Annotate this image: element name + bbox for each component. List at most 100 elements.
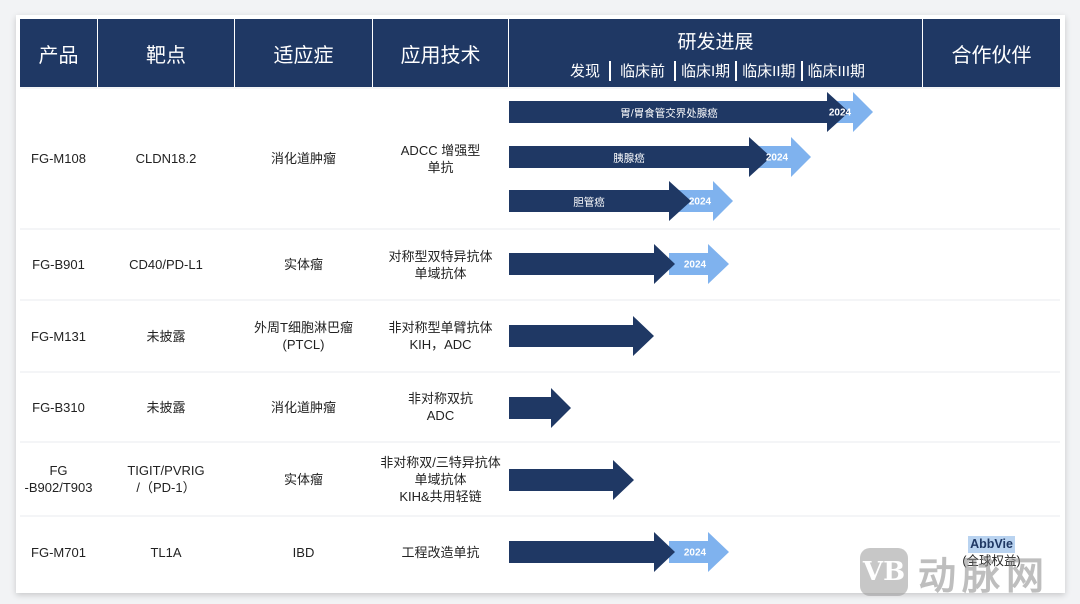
cell-technology: 非对称双抗 ADC <box>373 373 508 441</box>
header-product-label: 产品 <box>38 44 79 67</box>
header-indication-label: 适应症 <box>273 44 334 67</box>
arrow-year-label: 2024 <box>683 259 707 271</box>
forecast-arrow-shape <box>669 244 729 284</box>
cell-product: FG-M108 <box>20 89 97 228</box>
progress-arrow-shape <box>509 460 634 500</box>
technology-line: ADC <box>426 408 455 423</box>
indication-line: (PTCL) <box>282 337 325 352</box>
technology-line: KIH，ADC <box>409 337 472 352</box>
watermark-logo-icon: VB <box>860 548 908 596</box>
cell-partner <box>923 89 1060 228</box>
cell-indication: 实体瘤 <box>235 443 372 515</box>
arrow-year-label: 2024 <box>765 152 789 164</box>
target-name: 未披露 <box>146 328 186 344</box>
product-name: FG-M108 <box>31 151 86 166</box>
cell-product: FG-M131 <box>20 301 97 371</box>
forecast-arrow-shape <box>749 137 811 177</box>
progress-arrow-shape <box>509 137 771 177</box>
phase-divider <box>735 60 738 81</box>
target-name: 未披露 <box>146 399 186 415</box>
cell-target: CD40/PD-L1 <box>98 230 234 299</box>
phase-clinical-2: 临床II期 <box>742 63 796 80</box>
cell-technology: 非对称双/三特异抗体 单域抗体 KIH&共用轻链 <box>373 443 508 515</box>
cell-indication: 消化道肿瘤 <box>235 89 372 228</box>
cell-technology: 对称型双特异抗体 单域抗体 <box>373 230 508 299</box>
partner-rights-note: (全球权益) <box>962 553 1021 568</box>
header-product: 产品 <box>20 19 97 87</box>
phase-divider <box>608 60 611 81</box>
target-name: CD40/PD-L1 <box>129 257 203 272</box>
cell-indication: 外周T细胞淋巴瘤 (PTCL) <box>235 301 372 371</box>
watermark-text: 动脉网 <box>918 555 1051 598</box>
target-name: CLDN18.2 <box>135 151 197 166</box>
header-target: 靶点 <box>98 19 234 87</box>
product-name: FG-M131 <box>31 328 86 344</box>
cell-partner <box>923 373 1060 441</box>
forecast-arrow-shape <box>674 181 733 221</box>
partner-name[interactable]: AbbVie <box>968 535 1015 553</box>
cell-progress <box>509 373 922 441</box>
cell-product: FG -B902/T903 <box>20 443 97 515</box>
progress-arrow-shape <box>509 244 675 284</box>
progress-arrow-shape <box>509 92 849 132</box>
header-progress: 研发进展 发现 临床前 临床I期 临床II期 临床III期 <box>509 19 922 87</box>
arrow-year-label: 2024 <box>683 547 707 559</box>
cell-indication: 实体瘤 <box>235 230 372 299</box>
phase-divider <box>674 60 676 81</box>
technology-line: 对称型双特异抗体 <box>388 248 493 264</box>
phase-clinical-1: 临床I期 <box>681 63 731 80</box>
product-line: FG <box>49 463 68 478</box>
arrow-indication-label: 胆管癌 <box>573 196 605 209</box>
cell-technology: 工程改造单抗 <box>373 517 508 588</box>
target-line: /（PD-1） <box>136 480 196 495</box>
cell-target: CLDN18.2 <box>98 89 234 228</box>
header-technology: 应用技术 <box>373 19 508 87</box>
technology-line: 非对称双/三特异抗体 <box>380 454 501 470</box>
arrow-year-label: 2024 <box>828 107 852 119</box>
cell-target: 未披露 <box>98 373 234 441</box>
technology-line: 单域抗体 <box>414 471 467 487</box>
phase-divider <box>800 60 803 81</box>
indication-line: 外周T细胞淋巴瘤 <box>254 320 353 335</box>
indication-name: 消化道肿瘤 <box>270 151 336 166</box>
cell-technology: 非对称型单臂抗体 KIH，ADC <box>373 301 508 371</box>
forecast-arrow-shape <box>669 532 729 572</box>
progress-arrow-shape <box>509 388 571 428</box>
cell-indication: 消化道肿瘤 <box>235 373 372 441</box>
phase-discovery: 发现 <box>569 63 600 80</box>
header-progress-title: 研发进展 <box>677 32 754 53</box>
cell-partner <box>923 443 1060 515</box>
cell-target: TIGIT/PVRIG /（PD-1） <box>98 443 234 515</box>
technology-line: 单域抗体 <box>414 265 467 281</box>
arrow-indication-label: 胃/胃食管交界处腺癌 <box>620 107 718 120</box>
technology-line: ADCC 增强型 <box>400 142 481 158</box>
cell-partner: AbbVie (全球权益) <box>923 517 1060 588</box>
product-name: FG-B901 <box>32 257 85 272</box>
progress-arrow-shape <box>509 532 675 572</box>
product-line: -B902/T903 <box>24 480 93 495</box>
cell-partner <box>923 230 1060 299</box>
arrow-indication-label: 胰腺癌 <box>613 152 645 165</box>
phase-clinical-3: 临床III期 <box>807 63 866 80</box>
technology-line: KIH&共用轻链 <box>399 488 482 504</box>
arrow-year-label: 2024 <box>688 196 712 208</box>
progress-arrow-shape <box>509 181 691 221</box>
technology-line: 非对称型单臂抗体 <box>388 320 493 335</box>
phase-preclinical: 临床前 <box>619 63 665 80</box>
target-name: TL1A <box>150 545 182 560</box>
technology-line: 单抗 <box>427 159 454 175</box>
cell-product: FG-B901 <box>20 230 97 299</box>
cell-product: FG-B310 <box>20 373 97 441</box>
product-name: FG-M701 <box>31 545 86 560</box>
header-partner: 合作伙伴 <box>923 19 1060 87</box>
watermark: VB 动脉网 <box>860 547 1051 598</box>
product-name: FG-B310 <box>32 399 85 415</box>
target-line: TIGIT/PVRIG <box>127 463 205 478</box>
cell-technology: ADCC 增强型 单抗 <box>373 89 508 228</box>
header-target-label: 靶点 <box>146 44 186 67</box>
cell-indication: IBD <box>235 517 372 588</box>
technology-line: 工程改造单抗 <box>401 545 480 560</box>
header-indication: 适应症 <box>235 19 372 87</box>
cell-product: FG-M701 <box>20 517 97 588</box>
cell-partner <box>923 301 1060 371</box>
